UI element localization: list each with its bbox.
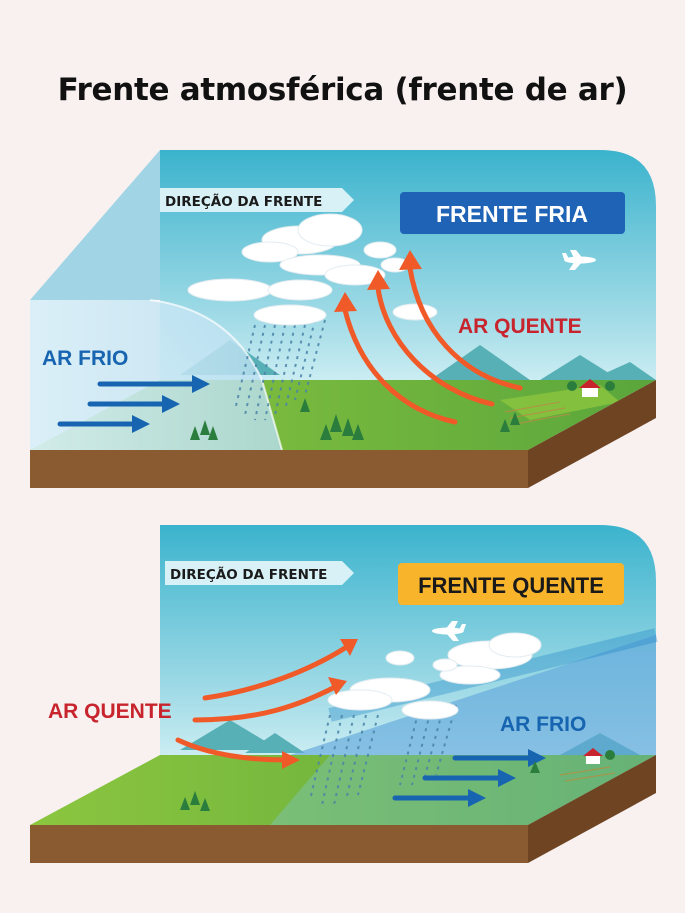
cloud-icon [327,632,542,720]
front-type-badge [400,192,625,234]
front-type-label: FRENTE QUENTE [418,573,604,598]
direction-banner [160,188,354,212]
warm-air-arrows [175,645,348,763]
cold-air-mass [30,300,282,450]
tree-icon [190,398,520,440]
cold-air-arrows [57,381,198,427]
house-icon [567,379,615,397]
ground-front [30,450,528,488]
cold-air-top-face [30,150,160,300]
house-icon [583,748,615,764]
ground-side [528,755,656,863]
warm-front-panel: DIREÇÃO DA FRENTE FRENTE QUENTE AR QUENT… [0,515,685,875]
cold-air-label: AR FRIO [500,713,586,736]
cold-air-wedge [290,635,656,755]
cold-air-ground-zone [270,755,656,825]
ground-front [30,825,528,863]
airplane-icon [562,250,596,270]
warm-air-label: AR QUENTE [458,315,582,338]
ground-side [528,380,656,488]
cold-air-label: AR FRIO [42,347,128,370]
direction-banner [165,561,354,585]
front-type-label: FRENTE FRIA [436,201,588,227]
warm-air-label: AR QUENTE [48,700,172,723]
page-title: Frente atmosférica (frente de ar) [57,72,628,108]
warm-air-arrows [342,265,523,425]
direction-label: DIREÇÃO DA FRENTE [170,566,327,583]
cold-front-panel: DIREÇÃO DA FRENTE FRENTE FRIA AR FRIO AR… [0,140,685,500]
cold-air-arrows [392,755,533,801]
cloud-icon [187,213,438,326]
rain-icon [309,704,457,806]
tree-icon [180,761,540,811]
arrow-icon [334,250,422,312]
arrow-icon [282,639,358,769]
airplane-icon [432,621,466,641]
rain-icon [234,319,326,421]
direction-label: DIREÇÃO DA FRENTE [165,193,322,210]
front-type-badge [398,563,624,605]
